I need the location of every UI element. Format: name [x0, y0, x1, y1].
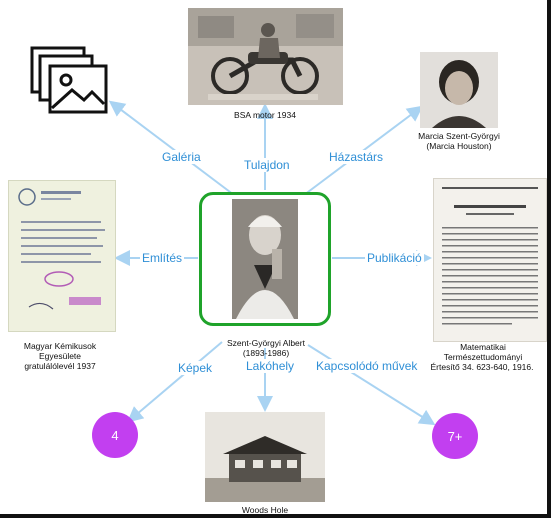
related-works-count-circle[interactable]: 7+ — [432, 413, 478, 459]
publication-caption-line3: Értesítő 34. 623-640, 1916. — [430, 362, 534, 372]
publication-illustration — [434, 179, 546, 341]
spouse-portrait[interactable] — [420, 52, 498, 128]
letter-document[interactable] — [8, 180, 116, 332]
frame-right-border — [547, 0, 551, 518]
letter-caption-line1: Magyar Kémikusok — [23, 341, 97, 351]
residence-photo[interactable] — [205, 412, 325, 502]
relation-label-publication: Publikáció — [365, 251, 424, 265]
center-person-dates: (1893-1986) — [242, 348, 290, 358]
relation-label-property: Tulajdon — [242, 158, 292, 172]
motorcycle-illustration — [188, 8, 343, 105]
image-gallery-icon — [30, 46, 108, 114]
link-related-works — [307, 344, 436, 426]
center-person-name: Szent-Györgyi Albert — [227, 338, 305, 348]
motorcycle-caption: BSA motor 1934 — [234, 110, 296, 120]
relation-label-images: Képek — [176, 361, 215, 375]
relation-label-related-works: Kapcsolódó művek — [314, 359, 420, 373]
link-images — [126, 341, 223, 423]
spouse-caption-name: Marcia Szent-Györgyi — [418, 131, 500, 141]
residence-caption: Woods Hole — [241, 505, 289, 515]
frame-bottom-border — [0, 514, 551, 518]
gallery-node[interactable] — [30, 42, 110, 117]
relation-label-mention: Említés — [140, 251, 185, 265]
relation-label-gallery: Galéria — [160, 150, 203, 164]
center-person-node[interactable] — [199, 192, 331, 326]
center-person-photo — [232, 199, 298, 319]
letter-caption-line3: gratulálólevél 1937 — [24, 361, 96, 371]
relation-label-spouse: Házastárs — [327, 150, 386, 164]
publication-caption-line1: Matematikai — [460, 342, 506, 352]
spouse-caption-maiden: (Marcia Houston) — [426, 141, 492, 151]
relation-label-residence: Lakóhely — [244, 359, 297, 373]
publication-document[interactable] — [433, 178, 547, 342]
images-count-circle[interactable]: 4 — [92, 412, 138, 458]
letter-caption-line2: Egyesülete — [38, 351, 82, 361]
house-illustration — [205, 412, 325, 502]
publication-caption-line2: Természettudományi — [443, 352, 523, 362]
motorcycle-photo[interactable] — [188, 8, 343, 105]
portrait-illustration — [420, 52, 498, 128]
letter-illustration — [9, 181, 115, 331]
person-illustration — [232, 199, 298, 319]
